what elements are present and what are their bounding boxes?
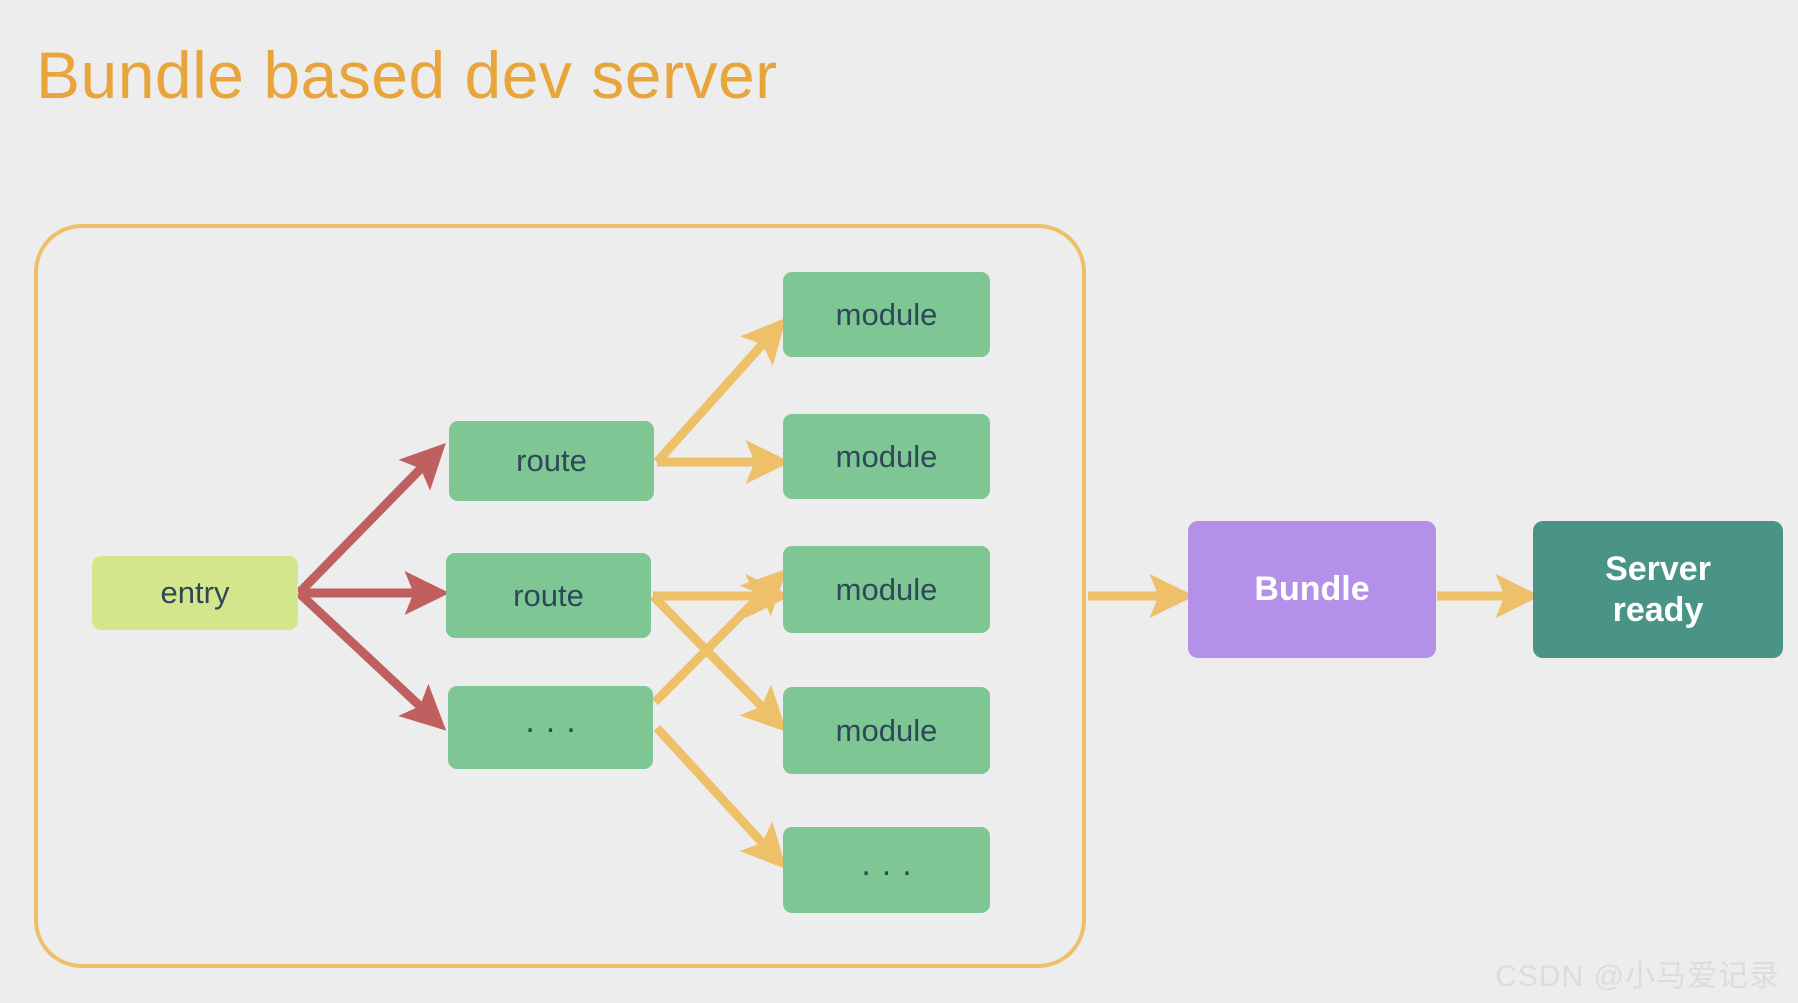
node-module-4-label: module: [835, 712, 938, 748]
node-module-5-ellipsis[interactable]: ...: [783, 827, 990, 913]
node-module-4[interactable]: module: [783, 687, 990, 774]
node-module-3-label: module: [835, 571, 938, 607]
node-route-3-ellipsis[interactable]: ...: [448, 686, 653, 769]
node-route-2[interactable]: route: [446, 553, 651, 638]
node-module-1-label: module: [835, 296, 938, 332]
node-module-2-label: module: [835, 438, 938, 474]
node-route-1-label: route: [516, 443, 587, 478]
node-entry-label: entry: [160, 575, 230, 610]
node-module-5-label: ...: [861, 844, 923, 883]
page-title: Bundle based dev server: [36, 38, 778, 112]
node-module-3[interactable]: module: [783, 546, 990, 633]
watermark: CSDN @小马爱记录: [1495, 960, 1780, 993]
node-bundle[interactable]: Bundle: [1188, 521, 1436, 658]
node-route-3-label: ...: [525, 702, 587, 741]
bundler-scope-container: [34, 224, 1086, 968]
node-route-1[interactable]: route: [449, 421, 654, 501]
node-server-ready[interactable]: Server ready: [1533, 521, 1783, 658]
node-route-2-label: route: [513, 577, 584, 613]
node-module-2[interactable]: module: [783, 414, 990, 499]
node-server-ready-label: Server ready: [1605, 550, 1711, 629]
node-bundle-label: Bundle: [1254, 570, 1370, 608]
node-entry[interactable]: entry: [92, 556, 298, 630]
node-module-1[interactable]: module: [783, 272, 990, 357]
